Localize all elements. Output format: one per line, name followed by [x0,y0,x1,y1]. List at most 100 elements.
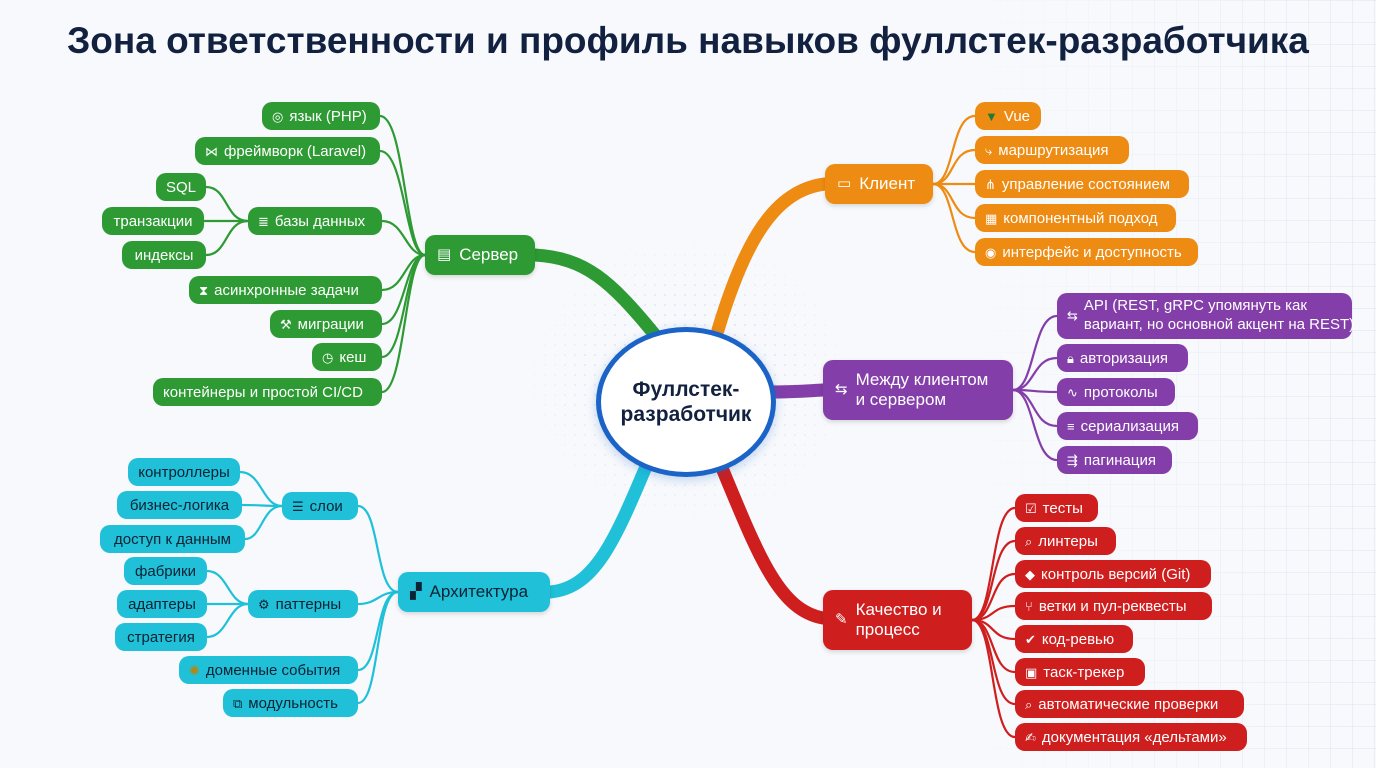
node-strategy[interactable]: стратегия [115,623,207,651]
branch-architecture[interactable]: ▞ Архитектура [398,572,550,612]
branch-server[interactable]: ▤ Сервер [425,235,535,275]
branch-client-server[interactable]: ⇆ Между клиентом и сервером [823,360,1013,420]
trunk-server [528,248,662,342]
node-protocols-label: протоколы [1083,383,1158,401]
api-arrows-exchange-icon: ⇆ [1067,307,1078,323]
node-factories[interactable]: фабрики [124,557,207,585]
link-client-ui [931,182,977,254]
document-icon: ✍ [1025,729,1036,745]
node-components[interactable]: ▦ компонентный подход [975,204,1176,232]
node-routing[interactable]: ⤷ маршрутизация [975,136,1129,164]
node-databases[interactable]: ≣ базы данных [248,207,382,235]
node-task-tracker[interactable]: ▣ таск-трекер [1015,658,1145,686]
layers-icon: ☰ [292,498,304,514]
node-docs-deltas[interactable]: ✍ документация «дельтами» [1015,723,1247,751]
blocks-icon: ▞ [410,583,422,601]
node-api[interactable]: ⇆ API (REST, gRPC упомянуть как вариант,… [1057,293,1355,339]
node-serialization-label: сериализация [1080,417,1179,435]
node-cache[interactable]: ◷ кеш [312,343,382,371]
memo-icon: ✎ [835,611,848,629]
node-docs-deltas-label: документация «дельтами» [1041,728,1227,746]
link-db-sql [204,185,250,223]
node-ui-accessibility-label: интерфейс и доступность [1002,243,1182,261]
node-transactions[interactable]: транзакции [102,207,204,235]
node-pagination-label: пагинация [1083,451,1156,469]
node-protocols[interactable]: ∿ протоколы [1057,378,1175,406]
node-factories-label: фабрики [135,562,196,580]
node-controllers[interactable]: контроллеры [128,458,240,486]
lock-icon: 🔒︎ [1067,350,1074,366]
link-layers-data [243,504,284,541]
node-vue[interactable]: ▼ Vue [975,102,1041,130]
node-authorization[interactable]: 🔒︎ авторизация [1057,344,1188,372]
node-adapters-label: адаптеры [128,595,196,613]
tracker-icon: ▣ [1025,664,1038,680]
branch-client[interactable]: ▭ Клиент [825,164,933,204]
node-branches-prs-label: ветки и пул-реквесты [1038,597,1187,615]
node-migrations[interactable]: ⚒ миграции [270,310,382,338]
node-sql[interactable]: SQL [156,173,206,201]
node-containers[interactable]: контейнеры и простой CI/CD [153,378,382,406]
vue-icon: ▼ [985,108,998,124]
link-client-components [931,182,977,220]
link-quality-tests [970,506,1017,622]
clock-icon: ◷ [322,349,334,365]
link-arch-layers [356,504,400,594]
node-pagination[interactable]: ⇶ пагинация [1057,446,1172,474]
branch-quality-line1: Качество и [855,600,942,620]
node-transactions-label: транзакции [113,212,193,230]
database-icon: ≣ [258,213,269,229]
node-patterns[interactable]: ⚙ паттерны [248,590,358,618]
node-branches-prs[interactable]: ⑂ ветки и пул-реквесты [1015,592,1212,620]
node-modularity[interactable]: ⧉ модульность [223,689,358,717]
trunk-quality [715,461,830,625]
node-layers[interactable]: ☰ слои [282,492,358,520]
node-api-line2: вариант, но основной акцент на REST) [1083,316,1355,333]
link-server-containers [380,253,427,394]
link-layers-controllers [238,470,284,508]
route-icon: ⤷ [985,142,993,158]
branch-icon: ⑂ [1025,598,1033,614]
node-domain-events[interactable]: ✺ доменные события [179,656,358,684]
node-modularity-label: модульность [248,694,338,712]
review-icon: ✔ [1025,631,1036,647]
node-php[interactable]: ◎ язык (PHP) [262,102,380,130]
node-state[interactable]: ⋔ управление состоянием [975,170,1189,198]
branch-quality-line2: процесс [855,620,920,639]
hourglass-icon: ⧗ [199,282,209,298]
checklist-icon: ☑ [1025,500,1037,516]
link-between-serialization [1011,388,1059,428]
link-server-db [380,219,427,257]
branch-quality[interactable]: ✎ Качество и процесс [823,590,972,650]
center-node: Фуллстек- разработчик [596,327,776,477]
node-cache-label: кеш [339,348,367,366]
node-migrations-label: миграции [297,315,364,333]
node-framework[interactable]: ⋈ фреймворк (Laravel) [195,137,380,165]
node-ui-accessibility[interactable]: ◉ интерфейс и доступность [975,238,1198,266]
node-code-review[interactable]: ✔ код-ревью [1015,625,1133,653]
branch-client-label: Клиент [859,174,916,194]
node-data-access[interactable]: доступ к данным [100,525,245,553]
node-controllers-label: контроллеры [138,463,230,481]
node-code-review-label: код-ревью [1041,630,1115,648]
sparkle-icon: ✺ [189,662,200,678]
node-serialization[interactable]: ≡ сериализация [1057,412,1198,440]
trunk-client [711,177,832,337]
node-linters[interactable]: ⌕ линтеры [1015,527,1116,555]
node-git[interactable]: ◆ контроль версий (Git) [1015,560,1211,588]
node-indexes[interactable]: индексы [122,241,206,269]
node-containers-label: контейнеры и простой CI/CD [163,383,363,401]
node-adapters[interactable]: адаптеры [117,590,207,618]
eye-icon: ◉ [985,244,997,260]
node-php-label: язык (PHP) [289,107,367,125]
magnifier-icon: ⌕ [1025,533,1033,549]
node-auto-checks[interactable]: ⌕ автоматические проверки [1015,690,1244,718]
node-indexes-label: индексы [134,246,194,264]
node-strategy-label: стратегия [127,628,195,646]
node-layers-label: слои [309,497,343,515]
node-routing-label: маршрутизация [998,141,1109,159]
node-business-logic[interactable]: бизнес-логика [117,491,242,519]
browser-window-icon: ▭ [837,175,852,193]
node-tests[interactable]: ☑ тесты [1015,494,1098,522]
node-async[interactable]: ⧗ асинхронные задачи [189,276,382,304]
